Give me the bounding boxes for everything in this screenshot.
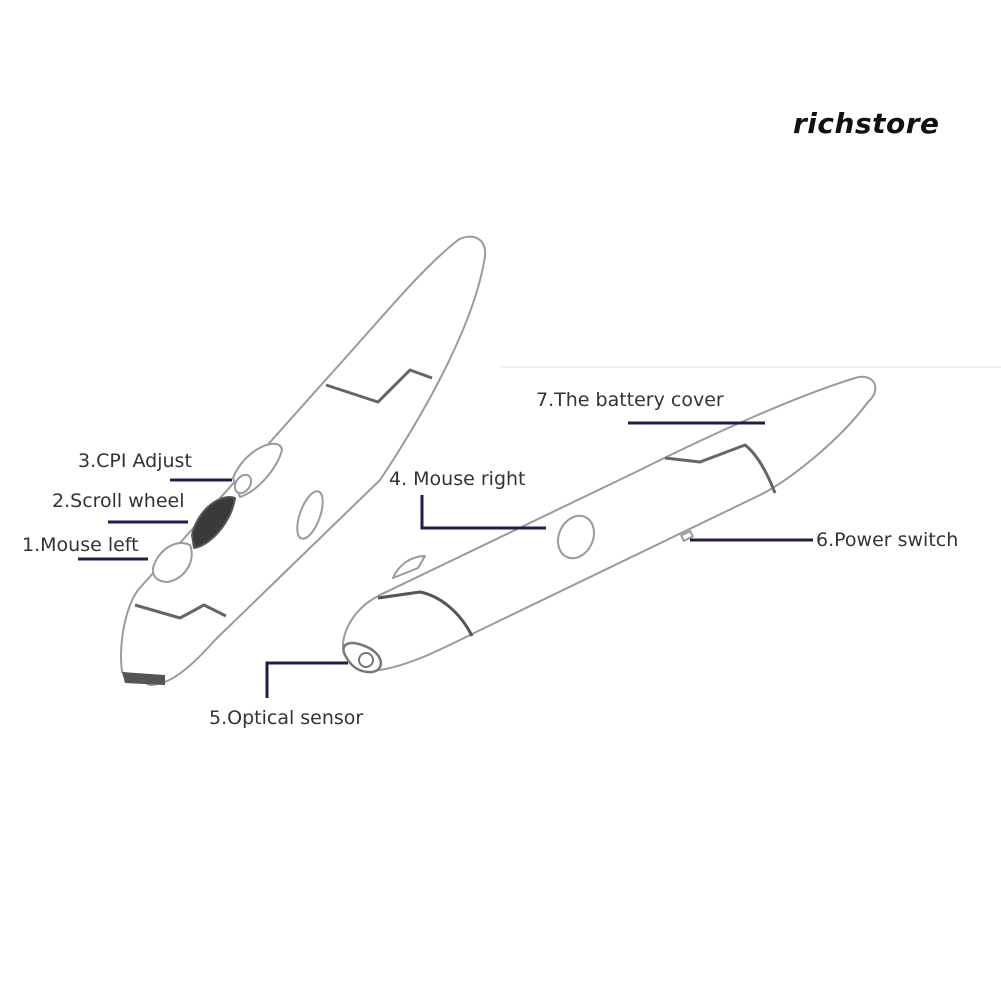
leader-lines bbox=[78, 421, 813, 698]
right-button bbox=[557, 514, 595, 560]
pen-mouse-left-view bbox=[120, 235, 487, 686]
pen-tip bbox=[122, 672, 165, 685]
brand-logo: richstore bbox=[793, 107, 940, 140]
small-bump bbox=[392, 555, 426, 579]
left-button bbox=[151, 542, 193, 583]
label-power-switch: 6.Power switch bbox=[816, 529, 959, 551]
label-scroll-wheel: 2.Scroll wheel bbox=[52, 490, 185, 512]
cpi-button-dot bbox=[233, 473, 253, 495]
pen-mouse-right-view bbox=[342, 375, 877, 674]
pen-seam-top bbox=[325, 368, 433, 404]
side-button bbox=[296, 490, 324, 540]
label-mouse-left: 1.Mouse left bbox=[22, 534, 139, 556]
leader-right bbox=[420, 495, 546, 530]
power-switch-notch bbox=[680, 530, 694, 542]
pen-seam-bottom bbox=[134, 603, 227, 620]
label-battery-cover: 7.The battery cover bbox=[536, 389, 724, 411]
label-cpi-adjust: 3.CPI Adjust bbox=[78, 450, 192, 472]
optical-sensor-lens bbox=[358, 652, 374, 668]
scroll-wheel-slot bbox=[191, 496, 236, 549]
leader-optical bbox=[265, 661, 348, 698]
pen-seam-back bbox=[664, 443, 777, 494]
pen-body-outline bbox=[120, 235, 487, 686]
pen-seam-front bbox=[377, 590, 474, 637]
label-optical-sensor: 5.Optical sensor bbox=[209, 707, 364, 729]
label-mouse-right: 4. Mouse right bbox=[389, 468, 526, 490]
pen-body-outline-2 bbox=[342, 375, 877, 672]
